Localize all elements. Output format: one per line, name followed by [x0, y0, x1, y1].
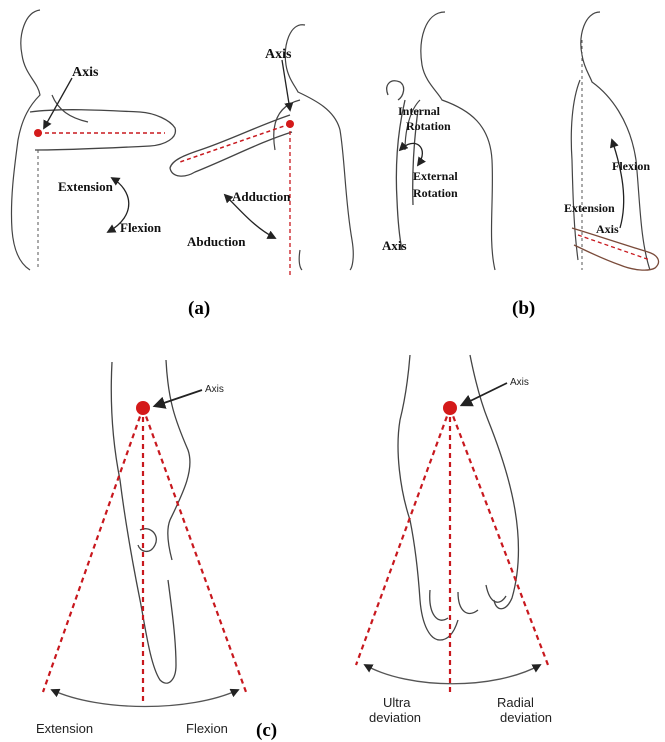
motion-arc-c2 [365, 665, 540, 684]
abduction-label-a2: Abduction [187, 234, 246, 249]
external-label-1-b1: External [413, 169, 458, 183]
panel-b-shoulder-rotation: Internal Rotation External Rotation Axis [382, 12, 495, 270]
ulnar-label-2-c2: deviation [369, 710, 421, 725]
axis-arrow-c2 [462, 383, 507, 405]
adduction-label-a2: Adduction [232, 189, 291, 204]
axis-point-c1 [136, 401, 150, 415]
axis-label-b2: Axis [596, 222, 619, 236]
external-label-2-b1: Rotation [413, 186, 458, 200]
flexion-label-c1: Flexion [186, 721, 228, 736]
ray-right-c1 [143, 408, 246, 692]
axis-label-c1: Axis [205, 384, 224, 395]
flexion-label-a1: Flexion [120, 220, 162, 235]
panel-b-elbow-flexion: Flexion Extension Axis [564, 12, 659, 270]
ulnar-label-1-c2: Ultra [383, 695, 411, 710]
radial-label-2-c2: deviation [500, 710, 552, 725]
axis-label-b1: Axis [382, 238, 407, 253]
extension-label-b2: Extension [564, 201, 615, 215]
caption-b: (b) [512, 298, 535, 319]
ray-left-c1 [43, 408, 143, 692]
caption-a: (a) [188, 298, 210, 319]
motion-arc-c1 [52, 690, 238, 707]
arm-outline-a1 [30, 110, 175, 150]
panel-c-wrist-flexion: Axis Extension Flexion [36, 360, 246, 736]
axis-point-a2 [286, 120, 294, 128]
internal-label-2-b1: Rotation [406, 119, 451, 133]
ray-right-c2 [450, 408, 548, 665]
panel-c-wrist-deviation: Axis Ultra deviation Radial deviation [356, 355, 552, 725]
axis-arrow-a1 [44, 78, 72, 128]
hand-outline-c1 [111, 360, 190, 683]
extension-label-a1: Extension [58, 179, 114, 194]
axis-point-c2 [443, 401, 457, 415]
rotation-arrow-b1 [400, 143, 422, 165]
body-outline-b1 [405, 12, 495, 270]
arm-outline-a2 [170, 115, 292, 176]
axis-line-b2 [578, 235, 650, 260]
ray-left-c2 [356, 408, 450, 665]
axis-label-c2: Axis [510, 377, 529, 388]
flexion-label-b2: Flexion [612, 159, 650, 173]
internal-label-1-b1: Internal [398, 104, 441, 118]
axis-label-a2: Axis [265, 47, 292, 62]
axis-label-a1: Axis [72, 65, 99, 80]
radial-label-1-c2: Radial [497, 695, 534, 710]
body-outline-a1 [11, 10, 88, 270]
caption-c: (c) [256, 720, 277, 741]
extension-label-c1: Extension [36, 721, 93, 736]
panel-a-shoulder-abduction: Axis Adduction Abduction [170, 25, 353, 275]
panel-a-shoulder-flexion: Axis Extension Flexion [11, 10, 175, 270]
hand-outline-c2 [398, 355, 518, 640]
axis-arrow-c1 [155, 390, 202, 406]
axis-point-a1 [34, 129, 42, 137]
